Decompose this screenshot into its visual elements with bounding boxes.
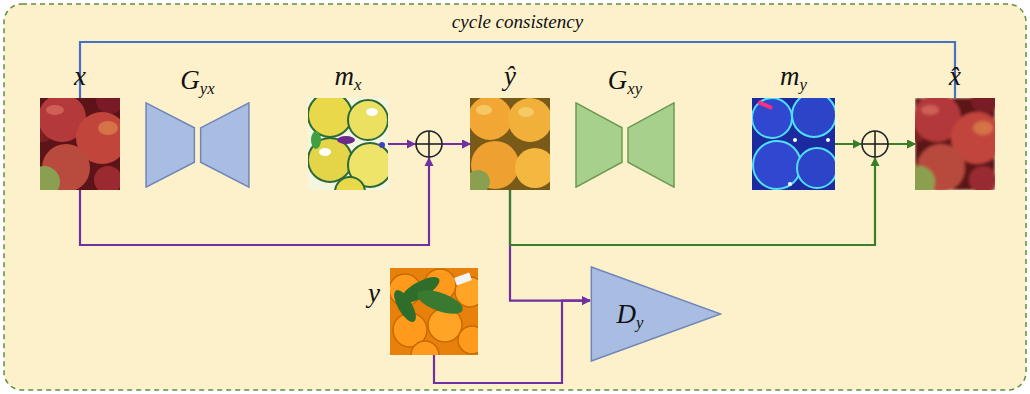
shape-outline (201, 103, 249, 187)
reconstructed-photo (915, 98, 995, 190)
shape-outline (146, 103, 194, 187)
fruit-photo (40, 98, 120, 190)
connector (80, 42, 955, 98)
node-label: ŷ (504, 63, 516, 90)
shape-outline (576, 103, 622, 187)
sum-symbol (407, 131, 442, 166)
encoder-decoder-shape (575, 102, 675, 188)
edge-label: cycle consistency (448, 11, 587, 34)
connector (510, 144, 915, 245)
node-label: Gxy (608, 67, 642, 94)
mask-image (308, 98, 388, 190)
image-panel: my (752, 98, 835, 190)
shape-outline (591, 267, 720, 361)
dashed-panel (4, 4, 1026, 390)
encoder-decoder-shape (145, 102, 250, 188)
node-label: mx (335, 63, 362, 90)
generator-network: Gxy (575, 102, 675, 188)
mask-image (752, 98, 835, 190)
generator-network: Gyx (145, 102, 250, 188)
node-label: x̂ (949, 63, 961, 90)
discriminator-network: Dy (590, 266, 722, 362)
connector (80, 144, 470, 245)
connector (434, 301, 590, 383)
image-panel: ŷ (470, 98, 550, 190)
shape-outline (628, 103, 674, 187)
image-panel: x̂ (915, 98, 995, 190)
image-panel: mx (308, 98, 388, 190)
image-panel: y (390, 268, 478, 355)
node-label: Dy (616, 301, 643, 328)
node-label: y (368, 280, 380, 307)
node-label: x (74, 63, 86, 90)
sum-symbol (853, 131, 888, 166)
node-label: Gyx (180, 67, 214, 94)
image-panel: x (40, 98, 120, 190)
translated-photo (470, 98, 550, 190)
target-photo (390, 268, 478, 355)
node-label: my (780, 63, 807, 90)
triangle-shape (590, 266, 722, 362)
